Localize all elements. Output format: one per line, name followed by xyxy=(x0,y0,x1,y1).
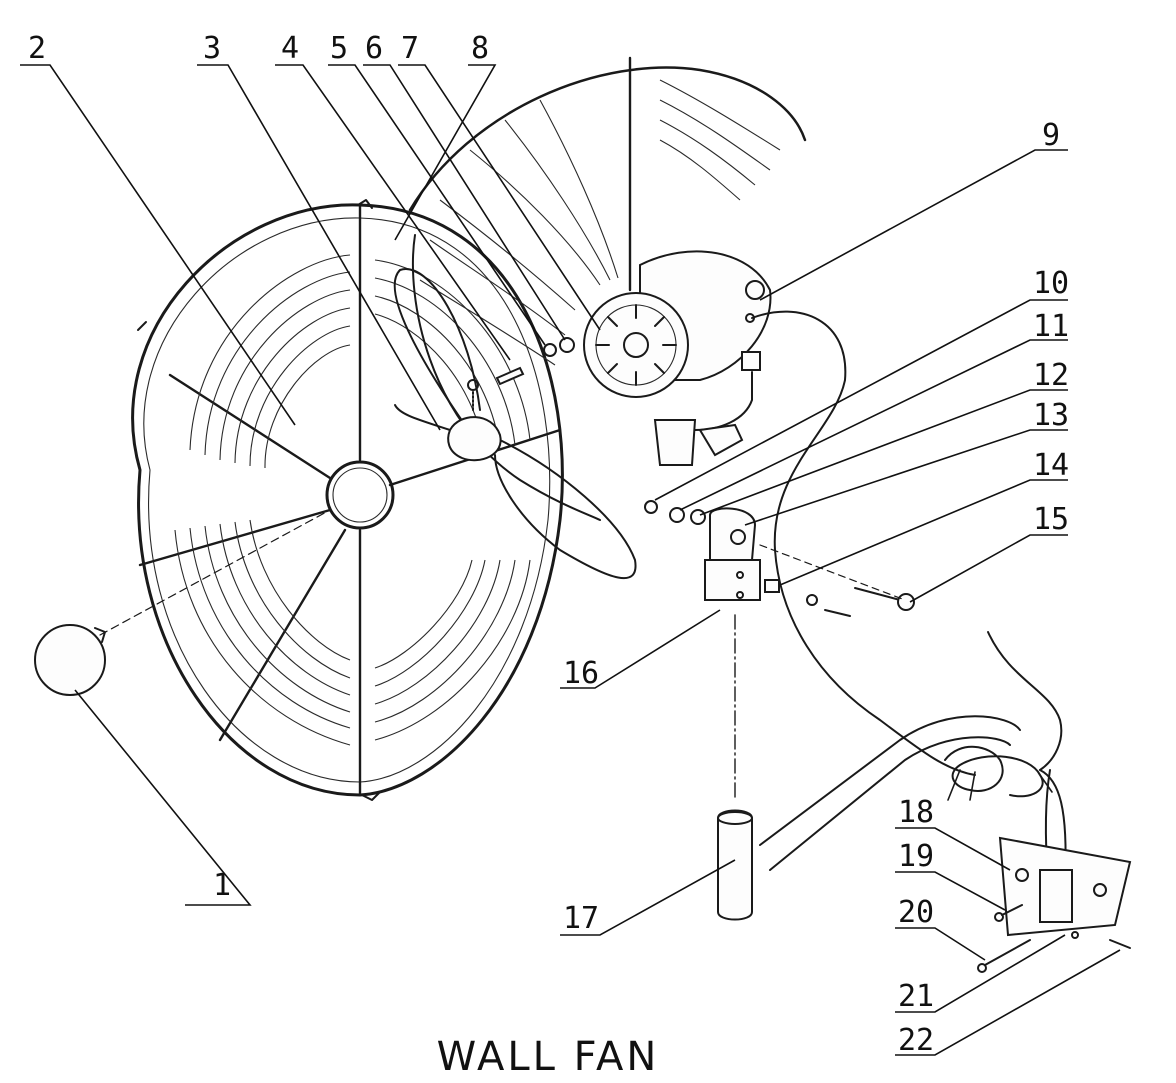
callout-8: 8 xyxy=(471,31,489,66)
callout-20: 20 xyxy=(898,895,934,930)
power-cord xyxy=(751,310,1063,801)
callout-4: 4 xyxy=(281,31,299,66)
callout-21: 21 xyxy=(898,979,934,1014)
callout-13: 13 xyxy=(1033,398,1069,433)
tilt-bracket xyxy=(644,500,915,617)
callout-6: 6 xyxy=(365,31,383,66)
callout-5: 5 xyxy=(330,31,348,66)
motor xyxy=(583,250,772,466)
callout-22: 22 xyxy=(898,1023,934,1058)
wall-mount-plate xyxy=(977,836,1132,973)
callout-9: 9 xyxy=(1042,118,1060,153)
callout-3: 3 xyxy=(203,31,221,66)
callout-15: 15 xyxy=(1033,502,1069,537)
callout-18: 18 xyxy=(898,795,934,830)
callout-14: 14 xyxy=(1033,448,1069,483)
callout-2: 2 xyxy=(28,31,46,66)
center-badge xyxy=(34,509,331,696)
callout-19: 19 xyxy=(898,839,934,874)
callout-labels: 1 2 3 4 5 6 7 8 9 10 11 12 13 14 15 16 1… xyxy=(28,31,1069,1058)
diagram-title: WALL FAN xyxy=(437,1034,660,1080)
callout-12: 12 xyxy=(1033,358,1069,393)
rear-grille xyxy=(408,56,807,521)
callout-1: 1 xyxy=(213,868,231,903)
callout-17: 17 xyxy=(563,901,599,936)
spinner-and-screws xyxy=(467,337,575,411)
front-grille xyxy=(131,199,564,801)
callout-10: 10 xyxy=(1033,266,1069,301)
callout-7: 7 xyxy=(401,31,419,66)
callout-11: 11 xyxy=(1033,309,1069,344)
fan-blade xyxy=(393,268,637,579)
leader-lines xyxy=(20,64,1121,1056)
pole-tube xyxy=(717,614,753,921)
callout-16: 16 xyxy=(563,656,599,691)
